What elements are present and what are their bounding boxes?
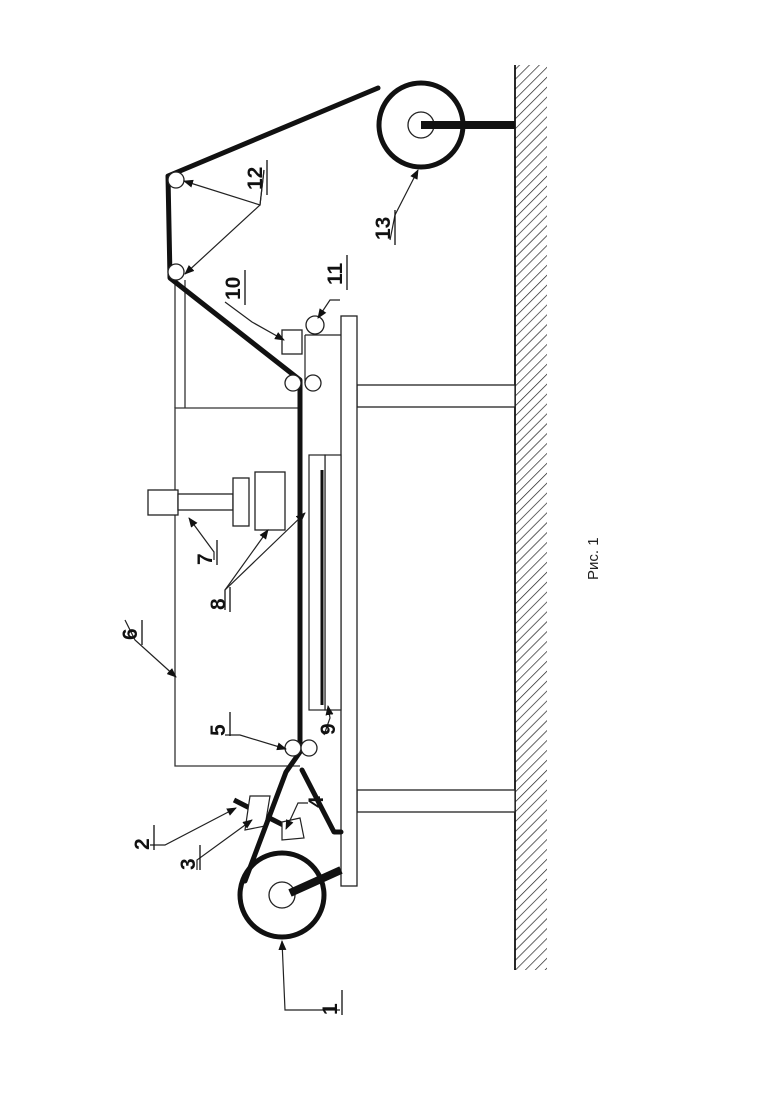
- label-13: 13: [372, 217, 395, 240]
- tool-head: [148, 472, 285, 530]
- figure-caption: Рис. 1: [585, 537, 602, 580]
- label-7: 7: [194, 553, 217, 565]
- label-5: 5: [207, 724, 230, 736]
- label-1: 1: [319, 1003, 342, 1015]
- label-6: 6: [119, 628, 142, 640]
- table-top: [341, 316, 357, 886]
- take-up-roll: [379, 83, 515, 167]
- workpiece-stack: [309, 455, 341, 710]
- label-3: 3: [177, 858, 200, 870]
- label-10: 10: [222, 277, 245, 300]
- label-12: 12: [244, 167, 267, 190]
- label-9: 9: [317, 723, 340, 735]
- table-legs: [357, 385, 515, 812]
- supply-roll: [240, 853, 341, 937]
- label-8: 8: [207, 598, 230, 610]
- label-2: 2: [131, 838, 154, 850]
- sensor-block: [282, 330, 302, 354]
- label-4: 4: [305, 796, 328, 808]
- ground: [515, 65, 547, 970]
- label-11: 11: [324, 262, 347, 285]
